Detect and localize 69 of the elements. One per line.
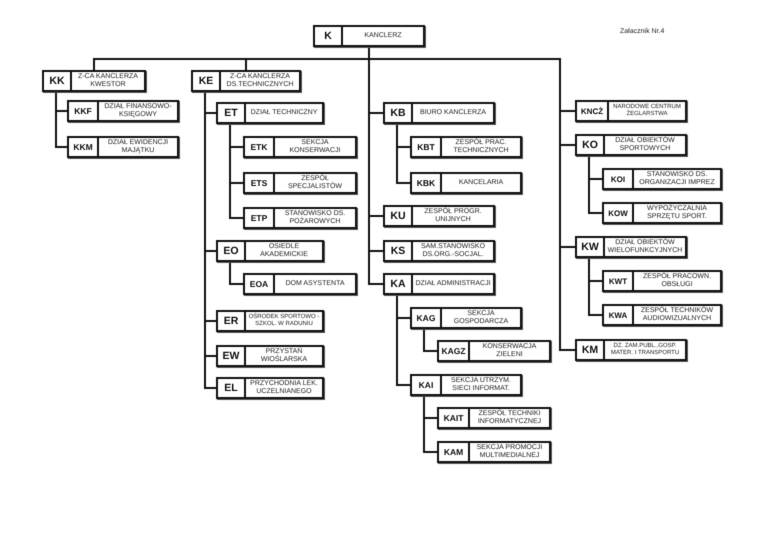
unit-code: KU — [385, 207, 413, 225]
org-unit-box — [216, 102, 324, 124]
unit-code: K — [315, 27, 343, 45]
org-unit-box — [191, 70, 301, 92]
unit-code: KS — [385, 242, 413, 260]
unit-code: KE — [193, 72, 221, 90]
unit-code: KAIT — [439, 409, 470, 427]
unit-code: EOA — [245, 275, 275, 293]
org-unit-box — [410, 172, 522, 194]
org-unit-box — [575, 339, 687, 361]
connector-line — [423, 329, 437, 352]
unit-code: KBT — [412, 138, 442, 156]
org-unit-box — [602, 270, 722, 292]
unit-code: EW — [218, 347, 246, 365]
org-unit-box — [243, 136, 357, 158]
org-unit-box — [602, 202, 722, 224]
unit-code: KK — [44, 72, 72, 90]
org-unit-box — [383, 205, 495, 227]
org-unit-box — [437, 441, 551, 463]
org-unit-box — [216, 240, 324, 262]
unit-code: KA — [385, 275, 413, 293]
unit-code: KOW — [604, 204, 634, 222]
unit-code: KO — [577, 136, 605, 154]
org-unit-box — [67, 136, 179, 158]
unit-code: KKF — [69, 102, 99, 120]
unit-code: KOI — [604, 170, 634, 188]
org-unit-box — [575, 236, 687, 258]
connector-line — [396, 124, 410, 184]
unit-code: ETK — [245, 138, 275, 156]
org-unit-box — [67, 100, 179, 122]
unit-code: ER — [218, 312, 246, 330]
org-unit-box — [437, 407, 551, 429]
unit-code: KWT — [604, 272, 634, 290]
org-unit-box — [243, 207, 357, 229]
org-unit-box — [383, 273, 495, 295]
unit-code: KM — [577, 341, 605, 359]
org-unit-box — [602, 304, 722, 326]
org-unit-box — [216, 345, 324, 367]
unit-code: KKM — [69, 138, 99, 156]
org-unit-box — [216, 377, 324, 399]
org-unit-box — [383, 240, 495, 262]
org-unit-box — [437, 340, 551, 362]
unit-code: KNCŻ — [577, 102, 609, 120]
org-unit-box — [313, 25, 425, 47]
org-unit-box — [243, 172, 357, 194]
unit-code: EL — [218, 379, 246, 397]
org-unit-box — [575, 100, 687, 122]
org-unit-box — [42, 70, 146, 92]
unit-code: KAM — [439, 443, 470, 461]
unit-code: KWA — [604, 306, 634, 324]
org-unit-box — [243, 273, 357, 295]
unit-code: KAGZ — [439, 342, 470, 360]
org-unit-box — [410, 307, 522, 329]
unit-code: KAG — [412, 309, 442, 327]
org-unit-box — [602, 168, 722, 190]
unit-code: KBK — [412, 174, 442, 192]
org-unit-box — [575, 134, 687, 156]
org-unit-box — [383, 102, 495, 124]
unit-code: EO — [218, 242, 246, 260]
org-unit-box — [410, 374, 522, 396]
unit-code: KB — [385, 104, 413, 122]
unit-code: ET — [218, 104, 246, 122]
unit-code: KAI — [412, 376, 442, 394]
org-unit-box — [410, 136, 522, 158]
connector-line — [229, 262, 243, 285]
unit-code: ETP — [245, 209, 275, 227]
unit-code: ETS — [245, 174, 275, 192]
org-unit-box — [216, 310, 324, 332]
unit-code: KW — [577, 238, 605, 256]
